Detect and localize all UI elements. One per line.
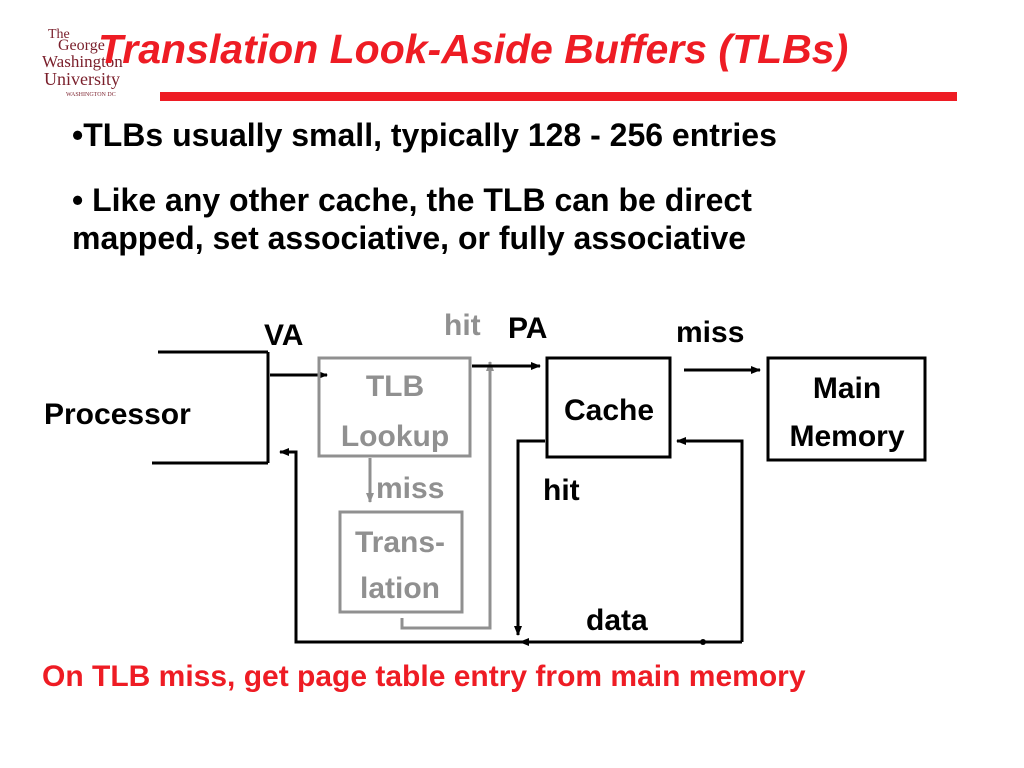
translation-label-line2: lation bbox=[360, 572, 440, 605]
bullet-associativity: • Like any other cache, the TLB can be d… bbox=[72, 181, 972, 257]
bullet-list: •TLBs usually small, typically 128 - 256… bbox=[72, 116, 972, 284]
main-memory-label-line1: Main bbox=[813, 372, 881, 405]
tlb-miss-label: miss bbox=[376, 472, 444, 505]
va-label: VA bbox=[264, 319, 303, 352]
main-memory-box bbox=[766, 356, 927, 462]
title-underline bbox=[160, 92, 957, 101]
bullet-associativity-line2: mapped, set associative, or fully associ… bbox=[72, 220, 747, 256]
logo-university: University bbox=[44, 69, 120, 89]
processor-block bbox=[152, 350, 270, 465]
cache-label: Cache bbox=[564, 394, 654, 427]
cache-miss-label: miss bbox=[676, 316, 744, 349]
cache-hit-path bbox=[514, 439, 545, 636]
processor-label: Processor bbox=[44, 398, 191, 431]
main-memory-label-line2: Memory bbox=[789, 420, 904, 453]
bullet-tlb-size: •TLBs usually small, typically 128 - 256… bbox=[72, 117, 777, 153]
translation-return-path bbox=[400, 361, 494, 630]
tlb-hit-label: hit bbox=[444, 309, 481, 342]
cache-box bbox=[545, 356, 672, 459]
university-logo: The George Washington University WASHING… bbox=[42, 27, 123, 98]
cache-hit-label: hit bbox=[543, 474, 580, 507]
translation-label-line1: Trans- bbox=[355, 526, 445, 559]
memory-to-cache-arrow bbox=[676, 437, 744, 642]
data-label: data bbox=[586, 604, 648, 637]
logo-washington: Washington bbox=[42, 52, 123, 71]
tlb-lookup-box bbox=[317, 356, 472, 458]
tlb-label-line2: Lookup bbox=[341, 420, 449, 453]
bullet-associativity-line1: • Like any other cache, the TLB can be d… bbox=[72, 182, 752, 218]
logo-washington-dc: WASHINGTON DC bbox=[66, 92, 116, 98]
tlb-label-line1: TLB bbox=[366, 370, 424, 403]
pa-label: PA bbox=[508, 312, 547, 345]
logo-george: George bbox=[58, 37, 105, 54]
translation-box bbox=[338, 510, 464, 614]
footer-note: On TLB miss, get page table entry from m… bbox=[42, 660, 806, 693]
slide-title: Translation Look-Aside Buffers (TLBs) bbox=[98, 26, 849, 72]
logo-the: The bbox=[48, 27, 70, 42]
